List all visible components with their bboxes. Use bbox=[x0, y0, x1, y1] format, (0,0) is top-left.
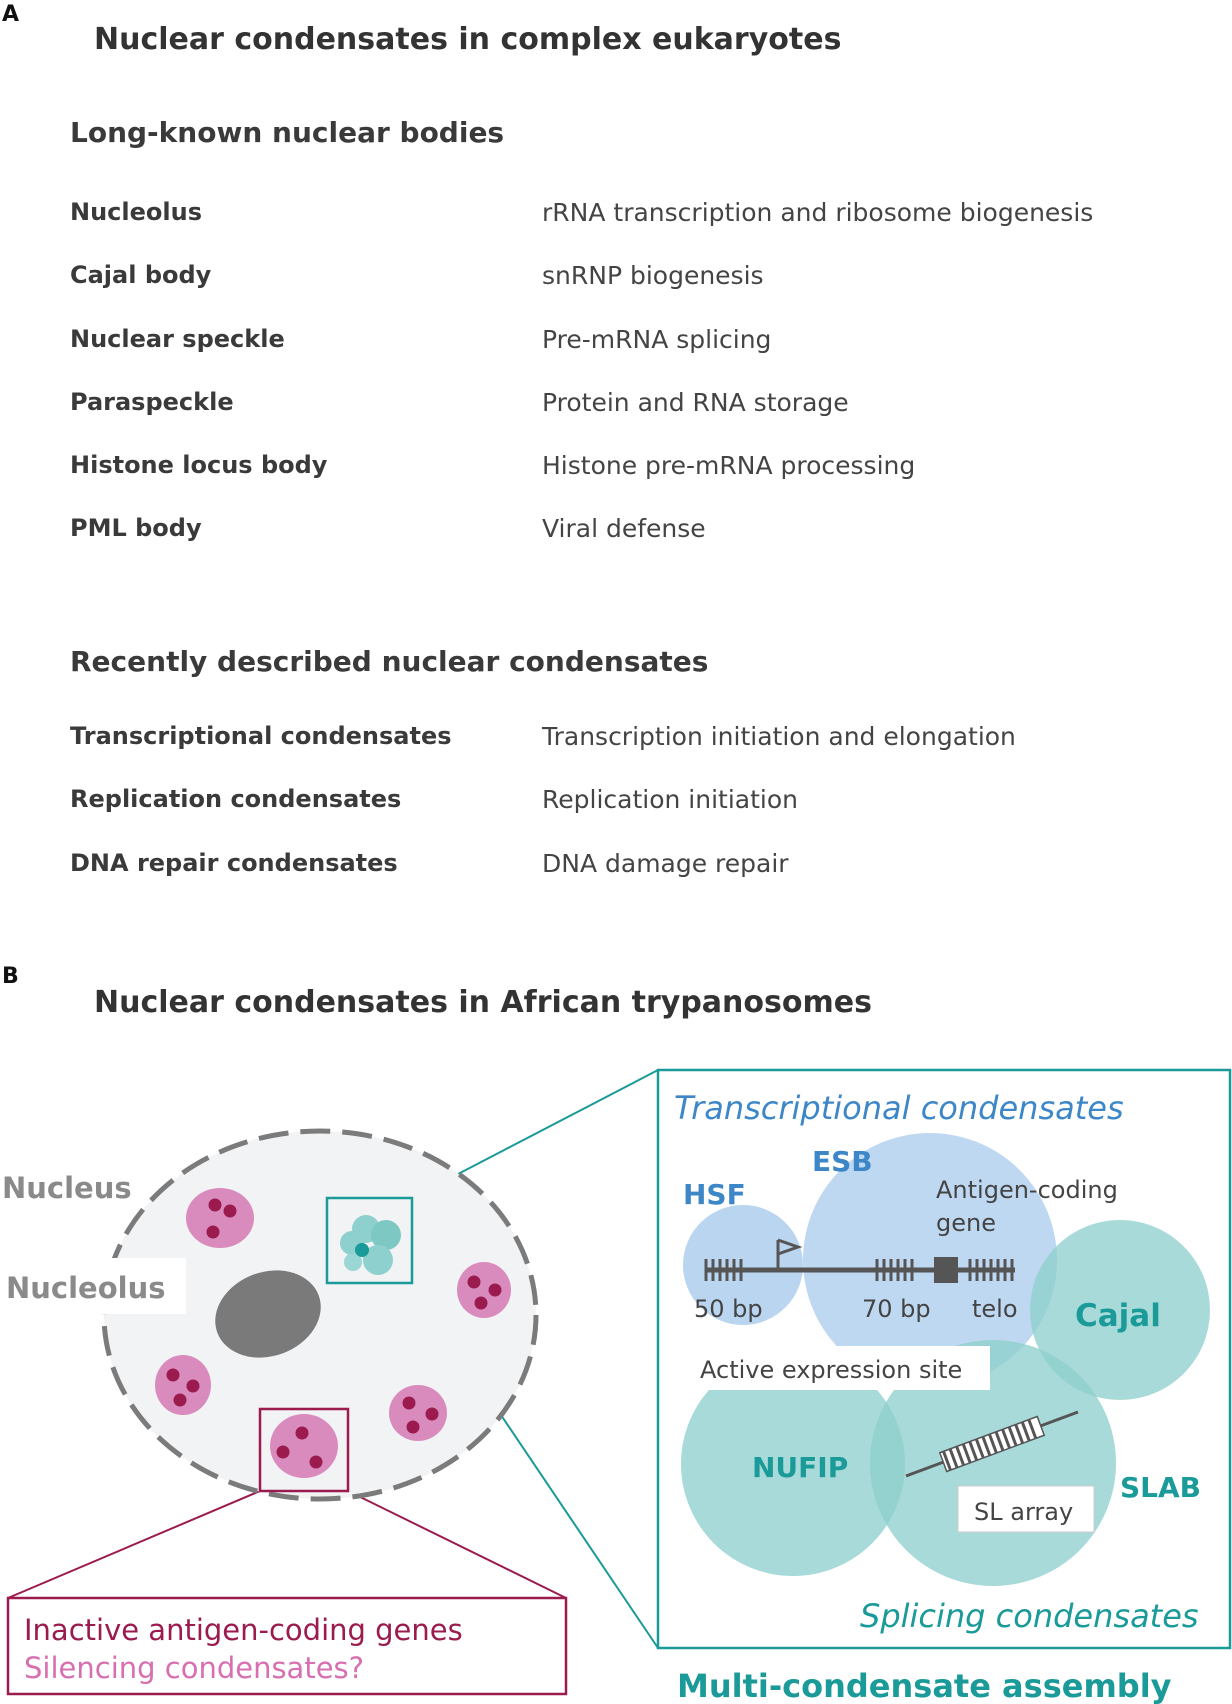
recent-heading: Recently described nuclear condensates bbox=[70, 645, 709, 678]
bp70-label: 70 bp bbox=[862, 1295, 931, 1323]
condensate-function: Replication initiation bbox=[542, 785, 798, 814]
transcriptional-condensates-label: Transcriptional condensates bbox=[674, 1089, 1124, 1127]
pink-condensate bbox=[457, 1262, 511, 1318]
body-function: Pre-mRNA splicing bbox=[542, 325, 772, 354]
antigen-gene-label-line1: Antigen-coding bbox=[936, 1176, 1118, 1204]
nucleolus bbox=[215, 1270, 321, 1358]
body-name: Nuclear speckle bbox=[70, 325, 285, 353]
panel-b-title: Nuclear condensates in African trypanoso… bbox=[94, 985, 872, 1020]
cajal-condensate bbox=[1030, 1220, 1210, 1400]
body-name: Histone locus body bbox=[70, 451, 328, 479]
telo-label: telo bbox=[972, 1295, 1018, 1323]
trypanosome-diagram: Nucleus Nucleolus Inactive antigen-codin… bbox=[0, 1068, 1232, 1704]
silencing-zoom-line-left bbox=[7, 1490, 261, 1599]
condensate-function: Transcription initiation and elongation bbox=[542, 722, 1016, 751]
sl-array-label: SL array bbox=[974, 1498, 1073, 1526]
active-site-label-box bbox=[688, 1346, 990, 1390]
condensate-name: DNA repair condensates bbox=[70, 849, 398, 877]
long-known-heading: Long-known nuclear bodies bbox=[70, 116, 505, 149]
panel-a-title: Nuclear condensates in complex eukaryote… bbox=[94, 22, 842, 57]
body-name: Cajal body bbox=[70, 261, 212, 289]
body-function: Protein and RNA storage bbox=[542, 388, 849, 417]
nucleus-label: Nucleus bbox=[2, 1171, 132, 1205]
multi-condensate-label: Multi-condensate assembly bbox=[677, 1667, 1172, 1704]
table-row: Replication condensates Replication init… bbox=[70, 785, 1190, 825]
table-row: Paraspeckle Protein and RNA storage bbox=[70, 388, 1190, 428]
silencing-condensates-label: Silencing condensates? bbox=[24, 1651, 364, 1685]
pink-condensate bbox=[155, 1355, 211, 1415]
condensate-name: Replication condensates bbox=[70, 785, 402, 813]
bp50-label: 50 bp bbox=[694, 1295, 763, 1323]
condensate-name: Transcriptional condensates bbox=[70, 722, 452, 750]
antigen-gene-block bbox=[934, 1257, 958, 1283]
telomere-repeats bbox=[968, 1259, 1014, 1281]
condensate-function: DNA damage repair bbox=[542, 849, 789, 878]
repeat-70bp bbox=[875, 1259, 914, 1281]
body-name: Paraspeckle bbox=[70, 388, 234, 416]
active-site-label: Active expression site bbox=[700, 1356, 962, 1384]
splicing-condensates-label: Splicing condensates bbox=[860, 1597, 1199, 1635]
silencing-selection-box bbox=[258, 1407, 350, 1493]
table-row: DNA repair condensates DNA damage repair bbox=[70, 849, 1190, 889]
body-function: Viral defense bbox=[542, 514, 706, 543]
table-row: Nucleolus rRNA transcription and ribosom… bbox=[70, 198, 1190, 238]
silencing-zoom-line-right bbox=[347, 1490, 567, 1599]
table-row: Transcriptional condensates Transcriptio… bbox=[70, 722, 1190, 762]
antigen-gene-label-line2: gene bbox=[936, 1209, 996, 1237]
cajal-label: Cajal bbox=[1075, 1298, 1161, 1334]
nucleolus-label: Nucleolus bbox=[6, 1271, 166, 1305]
body-function: rRNA transcription and ribosome biogenes… bbox=[542, 198, 1094, 227]
table-row: PML body Viral defense bbox=[70, 514, 1190, 554]
promoter-flag-icon bbox=[776, 1238, 803, 1270]
hsf-condensate bbox=[683, 1205, 803, 1325]
esb-label: ESB bbox=[812, 1145, 873, 1178]
condensate-cluster bbox=[340, 1215, 401, 1275]
pink-condensate-boxed bbox=[270, 1414, 338, 1478]
body-name: Nucleolus bbox=[70, 198, 202, 226]
transcription-selection-box bbox=[325, 1196, 414, 1285]
panel-a-letter: A bbox=[2, 2, 20, 27]
slab-label: SLAB bbox=[1120, 1471, 1201, 1504]
table-row: Cajal body snRNP biogenesis bbox=[70, 261, 1190, 301]
body-name: PML body bbox=[70, 514, 202, 542]
table-row: Histone locus body Histone pre-mRNA proc… bbox=[70, 451, 1190, 491]
sl-array-label-box bbox=[957, 1485, 1095, 1533]
body-function: snRNP biogenesis bbox=[542, 261, 764, 290]
nufip-label: NUFIP bbox=[752, 1451, 848, 1484]
sl-array-repeats bbox=[938, 1415, 1046, 1473]
body-function: Histone pre-mRNA processing bbox=[542, 451, 916, 480]
hsf-label: HSF bbox=[683, 1178, 746, 1211]
pink-condensate bbox=[186, 1188, 254, 1248]
inactive-genes-label: Inactive antigen-coding genes bbox=[24, 1613, 463, 1647]
panel-b-letter: B bbox=[2, 964, 19, 989]
esb-condensate bbox=[803, 1133, 1057, 1387]
table-row: Nuclear speckle Pre-mRNA splicing bbox=[70, 325, 1190, 365]
repeat-50bp bbox=[704, 1259, 743, 1281]
pink-condensate bbox=[389, 1385, 447, 1441]
nufip-condensate bbox=[681, 1352, 905, 1576]
inactive-genes-box bbox=[6, 1596, 568, 1696]
